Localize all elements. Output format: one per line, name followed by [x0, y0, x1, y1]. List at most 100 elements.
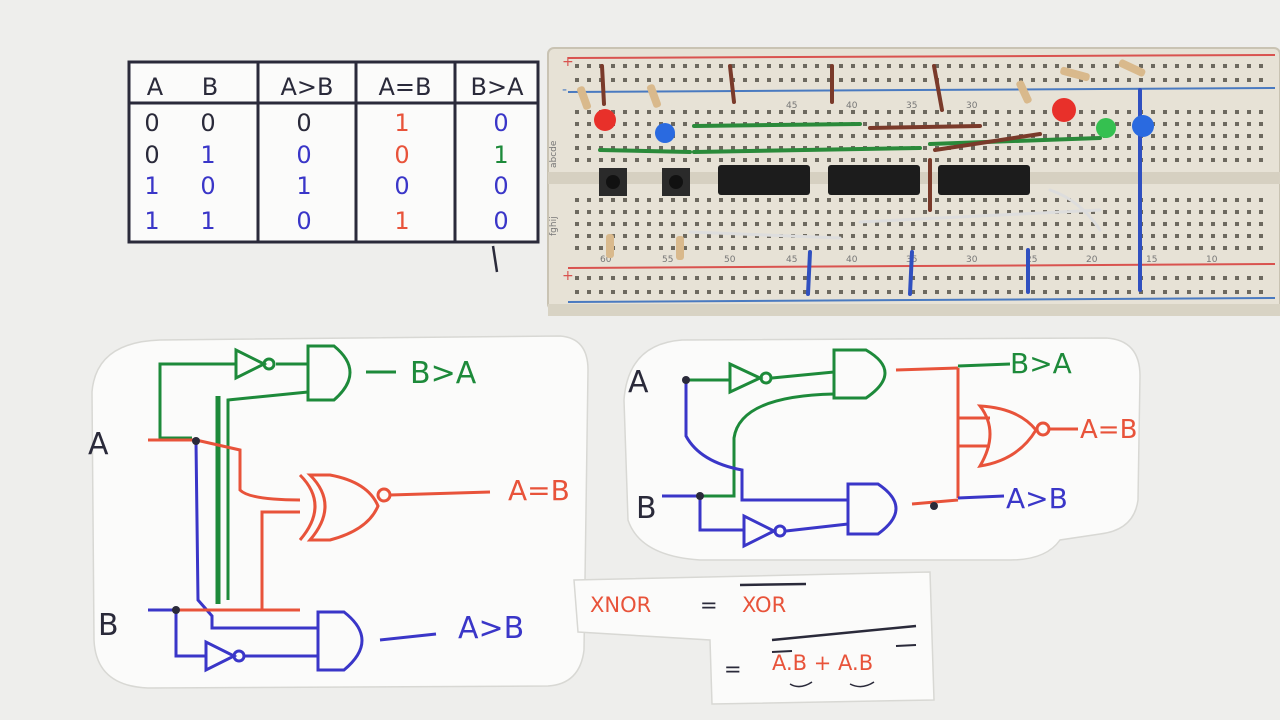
- breadboard-hole: [731, 290, 735, 294]
- breadboard-hole: [611, 290, 615, 294]
- not-gate: [728, 361, 764, 395]
- breadboard-hole: [923, 234, 927, 238]
- breadboard-hole: [1211, 146, 1215, 150]
- input-a-label: A: [88, 427, 109, 462]
- breadboard-hole: [1019, 222, 1023, 226]
- breadboard-hole: [683, 78, 687, 82]
- push-button-cap[interactable]: [669, 175, 683, 189]
- breadboard-hole: [959, 234, 963, 238]
- breadboard-hole: [599, 146, 603, 150]
- breadboard-hole: [1055, 222, 1059, 226]
- breadboard-hole: [1235, 122, 1239, 126]
- breadboard-hole: [791, 134, 795, 138]
- push-button-cap[interactable]: [606, 175, 620, 189]
- breadboard-hole: [863, 290, 867, 294]
- breadboard-hole: [755, 64, 759, 68]
- breadboard-hole: [1259, 210, 1263, 214]
- breadboard-hole: [779, 246, 783, 250]
- and-gate: [832, 348, 887, 400]
- breadboard-hole: [935, 198, 939, 202]
- breadboard-hole: [599, 198, 603, 202]
- breadboard-hole: [1043, 246, 1047, 250]
- pen-mark: [789, 681, 813, 688]
- breadboard-hole: [1223, 146, 1227, 150]
- rail-plus-label: +: [562, 268, 574, 284]
- breadboard-hole: [647, 210, 651, 214]
- breadboard-hole: [623, 110, 627, 114]
- breadboard-hole: [599, 290, 603, 294]
- breadboard-hole: [1091, 122, 1095, 126]
- wire: [895, 366, 959, 372]
- breadboard-hole: [647, 146, 651, 150]
- breadboard-hole: [743, 290, 747, 294]
- breadboard-hole: [1175, 110, 1179, 114]
- breadboard-hole: [935, 122, 939, 126]
- breadboard-hole: [1091, 134, 1095, 138]
- breadboard-hole: [1079, 64, 1083, 68]
- breadboard-hole: [1223, 110, 1227, 114]
- breadboard-hole: [635, 64, 639, 68]
- breadboard-hole: [983, 246, 987, 250]
- breadboard-hole: [995, 276, 999, 280]
- breadboard-hole: [827, 158, 831, 162]
- breadboard-hole: [815, 210, 819, 214]
- truth-table-cell: 0: [394, 141, 409, 169]
- breadboard-hole: [707, 198, 711, 202]
- breadboard-hole: [1199, 64, 1203, 68]
- breadboard-hole: [1187, 246, 1191, 250]
- breadboard-hole: [779, 198, 783, 202]
- breadboard-hole: [659, 110, 663, 114]
- breadboard-hole: [1247, 110, 1251, 114]
- breadboard-hole: [1103, 158, 1107, 162]
- truth-table-cell: 0: [493, 207, 508, 235]
- breadboard-hole: [1079, 146, 1083, 150]
- breadboard-hole: [1163, 110, 1167, 114]
- breadboard-hole: [635, 222, 639, 226]
- breadboard-hole: [791, 198, 795, 202]
- a-gt-b-path: [662, 380, 1005, 549]
- breadboard-hole: [947, 78, 951, 82]
- output-b-gt-a-label: B>A: [1010, 347, 1072, 380]
- breadboard-hole: [887, 198, 891, 202]
- red-led: [1052, 98, 1076, 122]
- breadboard-hole: [623, 222, 627, 226]
- breadboard-hole: [1187, 234, 1191, 238]
- breadboard-hole: [911, 222, 915, 226]
- breadboard-hole: [767, 78, 771, 82]
- breadboard-hole: [707, 64, 711, 68]
- breadboard-hole: [1067, 122, 1071, 126]
- breadboard-hole: [911, 122, 915, 126]
- breadboard-hole: [1187, 198, 1191, 202]
- breadboard-hole: [863, 222, 867, 226]
- breadboard-hole: [1103, 234, 1107, 238]
- breadboard-hole: [587, 146, 591, 150]
- column-number: 15: [1146, 255, 1157, 265]
- breadboard-hole: [1007, 146, 1011, 150]
- and-gate: [306, 344, 352, 402]
- truth-table-cell: 1: [493, 141, 508, 169]
- xnor-back: [298, 473, 317, 541]
- breadboard-hole: [575, 158, 579, 162]
- breadboard-hole: [1187, 78, 1191, 82]
- breadboard-hole: [767, 110, 771, 114]
- breadboard-hole: [1259, 110, 1263, 114]
- jumper-wire: [728, 64, 736, 104]
- truth-table-cell: 0: [296, 141, 311, 169]
- breadboard-hole: [587, 234, 591, 238]
- breadboard-hole: [1151, 110, 1155, 114]
- breadboard-hole: [983, 158, 987, 162]
- breadboard-hole: [983, 78, 987, 82]
- breadboard-hole: [1259, 198, 1263, 202]
- breadboard-hole: [1175, 198, 1179, 202]
- a-gt-b-path: [148, 441, 437, 673]
- breadboard-hole: [1127, 146, 1131, 150]
- breadboard-hole: [1175, 234, 1179, 238]
- breadboard-hole: [983, 134, 987, 138]
- breadboard-hole: [923, 290, 927, 294]
- truth-table-cell: 0: [200, 109, 215, 137]
- breadboard-hole: [575, 146, 579, 150]
- breadboard-hole: [1211, 110, 1215, 114]
- breadboard-hole: [1007, 234, 1011, 238]
- jumper-wire: [598, 148, 692, 154]
- breadboard-hole: [743, 134, 747, 138]
